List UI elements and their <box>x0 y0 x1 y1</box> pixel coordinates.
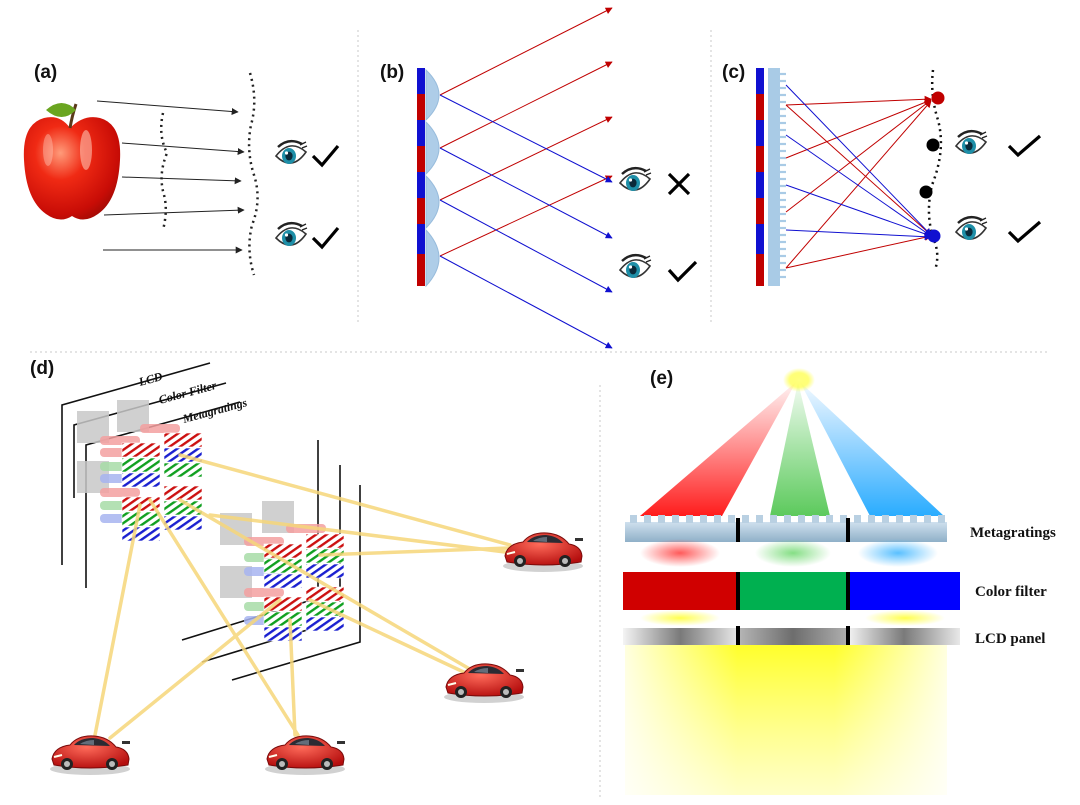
metagratings-layer <box>625 515 947 542</box>
eye-icon <box>618 166 653 193</box>
red-rays <box>439 7 613 257</box>
panel-c: (c) <box>722 62 1042 286</box>
car-icon <box>49 734 131 776</box>
eye-icon <box>274 139 309 166</box>
eye-icon <box>274 221 309 248</box>
eye-icon <box>618 253 653 280</box>
eye-icon <box>954 129 989 156</box>
diffracted-beams <box>640 382 944 516</box>
blue-viewpoint <box>927 229 941 243</box>
wavefront-rays <box>96 100 245 254</box>
stack-frames-1 <box>61 362 241 588</box>
metagratings-stack-label: Metagratings <box>180 395 249 426</box>
metagratings-1 <box>121 432 203 542</box>
panel-d: (d) LCD Color Filter Metagratings <box>30 358 584 776</box>
viewing-points-curve <box>927 69 943 271</box>
color-filter-stack-label: Color Filter <box>157 378 218 407</box>
apple-icon <box>23 103 121 220</box>
check-icon <box>667 260 698 283</box>
panel-e-label: (e) <box>650 368 673 389</box>
panel-e: (e) <box>623 368 1056 795</box>
panel-b: (b) <box>380 7 698 349</box>
pixel-strip <box>417 68 425 286</box>
panel-a: (a) <box>23 62 340 276</box>
microlens-array <box>425 68 440 288</box>
panel-d-label: (d) <box>30 358 54 379</box>
image-wavefront <box>247 72 259 276</box>
viewpoint <box>919 185 933 199</box>
lcd-panel-layer <box>623 626 960 645</box>
projection-beams <box>93 453 512 740</box>
car-icon <box>264 734 346 776</box>
check-icon <box>311 226 340 250</box>
car-icon <box>502 531 584 573</box>
metagratings-label: Metagratings <box>970 525 1056 541</box>
panel-c-label: (c) <box>722 62 745 83</box>
panel-dividers <box>30 30 1048 800</box>
color-filter-label: Color filter <box>975 584 1047 600</box>
cross-icon <box>667 172 691 196</box>
eye-icon <box>954 215 989 242</box>
panel-a-label: (a) <box>34 62 57 83</box>
red-viewpoint <box>931 91 945 105</box>
viewpoint <box>926 138 940 152</box>
red-rays <box>785 95 932 269</box>
check-icon <box>1007 134 1042 158</box>
check-icon <box>311 144 340 168</box>
pixel-strip <box>756 68 764 286</box>
metagrating-strip <box>768 68 786 286</box>
lcd-panel-label: LCD panel <box>975 631 1045 647</box>
panel-b-label: (b) <box>380 62 404 83</box>
color-filter-layer <box>623 572 960 610</box>
lcd-stack-label: LCD <box>136 369 164 389</box>
check-icon <box>1007 220 1042 244</box>
blue-rays <box>439 94 613 349</box>
lcd-pixels-1 <box>77 400 149 493</box>
viewpoint-glow <box>783 368 815 392</box>
blue-rays <box>785 84 932 241</box>
